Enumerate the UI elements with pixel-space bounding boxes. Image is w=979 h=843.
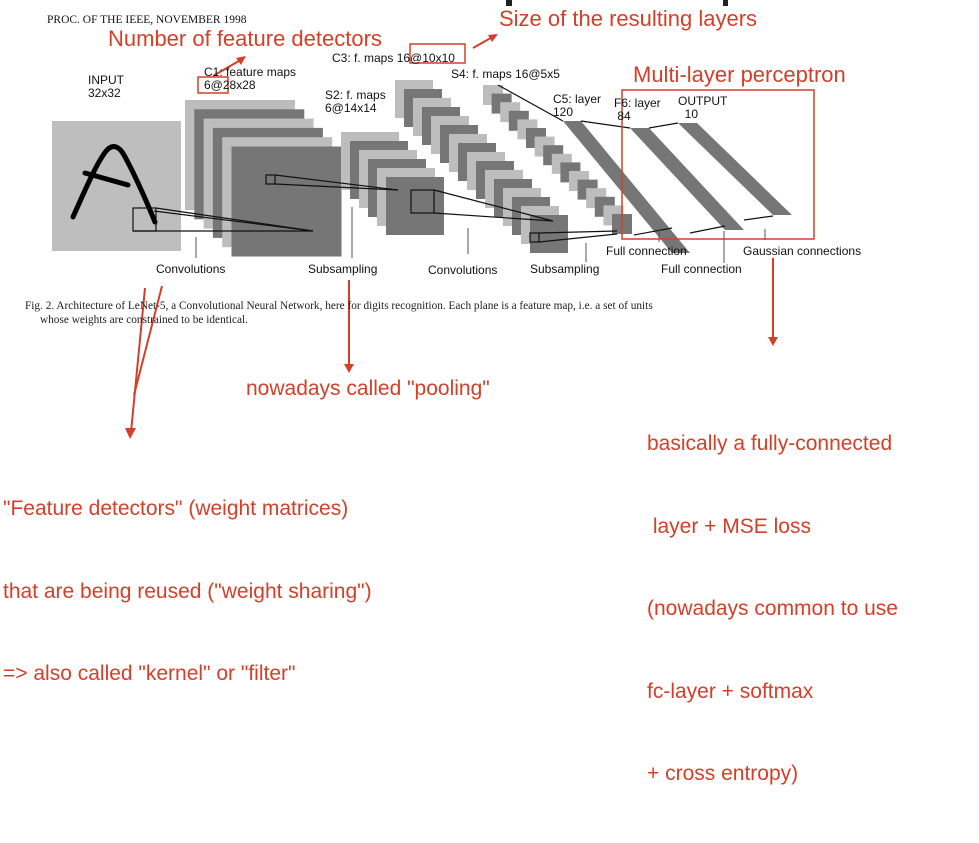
figure-caption: Fig. 2. Architecture of LeNet-5, a Convo… bbox=[25, 299, 653, 327]
feature-detectors-note-line: "Feature detectors" (weight matrices) bbox=[3, 497, 349, 520]
fc-note-line: fc-layer + softmax bbox=[647, 679, 814, 703]
feature-map-plane bbox=[231, 146, 342, 257]
feature-detectors-note-line: that are being reused ("weight sharing") bbox=[3, 579, 372, 603]
f6-layer-bar bbox=[630, 128, 744, 230]
caption-line-1: Fig. 2. Architecture of LeNet-5, a Convo… bbox=[25, 300, 653, 312]
feature-detectors-note-line: => also called "kernel" or "filter" bbox=[3, 662, 296, 685]
fc-note-line: layer + MSE loss bbox=[647, 514, 811, 538]
op-full-connection-2: Full connection bbox=[661, 262, 742, 276]
c1-feature-map-stack bbox=[185, 100, 342, 257]
c3-label: C3: f. maps 16@10x10 bbox=[332, 51, 455, 65]
highlight-box-layer-size bbox=[409, 43, 466, 64]
op-subsampling-1: Subsampling bbox=[308, 262, 378, 276]
mlp-highlight-box bbox=[621, 89, 815, 240]
arrowhead-layer-size bbox=[488, 34, 498, 42]
output-layer-bar bbox=[678, 123, 792, 215]
arrowheads bbox=[125, 34, 778, 439]
output-label: OUTPUT 10 bbox=[678, 94, 728, 121]
op-convolutions-2: Convolutions bbox=[428, 263, 498, 277]
arrowhead-fc-note bbox=[768, 337, 778, 346]
fc-note-line: basically a fully-connected bbox=[647, 432, 893, 455]
f6-label: F6: layer 84 bbox=[614, 96, 661, 123]
feature-map-plane bbox=[386, 177, 444, 235]
input-plane bbox=[52, 121, 181, 251]
annotation-number-of-feature-detectors: Number of feature detectors bbox=[108, 26, 382, 51]
operation-ticks bbox=[195, 207, 766, 263]
annotation-size-of-resulting-layers: Size of the resulting layers bbox=[499, 6, 758, 31]
annotation-pooling: nowadays called "pooling" bbox=[246, 377, 490, 400]
annotation-multi-layer-perceptron: Multi-layer perceptron bbox=[633, 62, 846, 87]
annotation-feature-detectors-note: "Feature detectors" (weight matrices) th… bbox=[3, 440, 372, 743]
op-subsampling-2: Subsampling bbox=[530, 262, 600, 276]
arrowhead-feature-detectors bbox=[125, 428, 136, 439]
c5-layer-bar bbox=[563, 121, 690, 253]
c3-feature-map-stack bbox=[395, 80, 568, 253]
lenet5-diagram bbox=[52, 0, 815, 439]
s2-feature-map-stack bbox=[341, 132, 444, 235]
bracket-remnant bbox=[506, 0, 728, 6]
arrowhead-feature-count bbox=[236, 56, 246, 65]
s4-feature-map-stack bbox=[483, 85, 632, 234]
fc-note-line: + cross entropy) bbox=[647, 762, 799, 785]
connection-lines bbox=[132, 84, 774, 243]
annotation-fc-note: basically a fully-connected layer + MSE … bbox=[647, 375, 898, 843]
caption-line-2: whose weights are constrained to be iden… bbox=[40, 314, 248, 326]
op-gaussian-connections: Gaussian connections bbox=[743, 244, 862, 258]
arrowhead-pooling bbox=[344, 364, 354, 373]
op-full-connection-1: Full connection bbox=[606, 244, 687, 258]
highlight-box-feature-count bbox=[197, 76, 229, 94]
feature-map-plane bbox=[530, 215, 568, 253]
s4-label: S4: f. maps 16@5x5 bbox=[451, 67, 560, 81]
annotation-marks bbox=[130, 34, 815, 433]
running-head: PROC. OF THE IEEE, NOVEMBER 1998 bbox=[47, 14, 247, 26]
op-convolutions-1: Convolutions bbox=[156, 262, 226, 276]
fc-note-line: (nowadays common to use bbox=[647, 597, 898, 620]
handwritten-a-glyph bbox=[70, 144, 158, 225]
